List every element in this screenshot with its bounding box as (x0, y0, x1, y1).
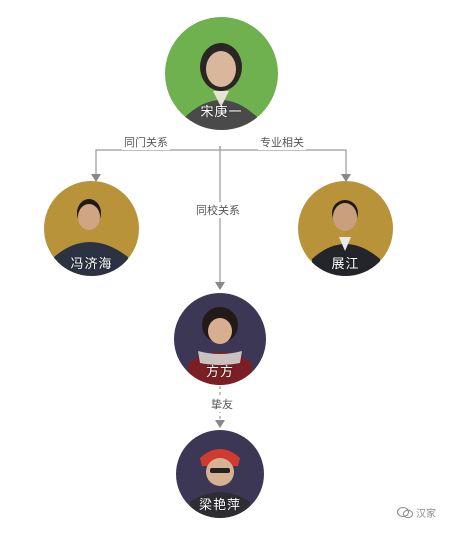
node-center-label: 宋庚一 (200, 105, 243, 120)
portrait-bottom (190, 449, 250, 518)
node-middle-label: 方方 (205, 365, 234, 380)
arrowhead-bottom (215, 420, 225, 428)
edge-label-middle: 同校关系 (194, 202, 242, 218)
arrowhead-right (341, 174, 351, 182)
node-bottom-label: 梁艳萍 (198, 498, 241, 513)
wechat-icon (397, 507, 413, 519)
arrowhead-left (91, 174, 101, 182)
watermark: 汉家 (397, 505, 436, 520)
node-bottom: 梁艳萍 (176, 430, 264, 518)
edge-label-left: 同门关系 (122, 134, 170, 150)
portrait-center (185, 43, 257, 130)
edge-label-right: 专业相关 (258, 134, 306, 150)
watermark-text: 汉家 (416, 509, 436, 520)
portrait-left (54, 199, 128, 276)
edge-line-left (95, 146, 221, 178)
node-right-label: 展江 (331, 257, 360, 272)
edge-line-right (220, 149, 347, 178)
node-center: 宋庚一 (165, 17, 278, 130)
node-middle: 方方 (174, 293, 266, 385)
portrait-right (312, 200, 380, 276)
node-right: 展江 (298, 181, 393, 276)
node-left-label: 冯济海 (70, 257, 113, 272)
edge-label-bottom: 挚友 (209, 396, 235, 412)
node-left: 冯济海 (44, 181, 139, 276)
arrowhead-middle (215, 282, 225, 290)
portrait-middle (188, 307, 252, 385)
